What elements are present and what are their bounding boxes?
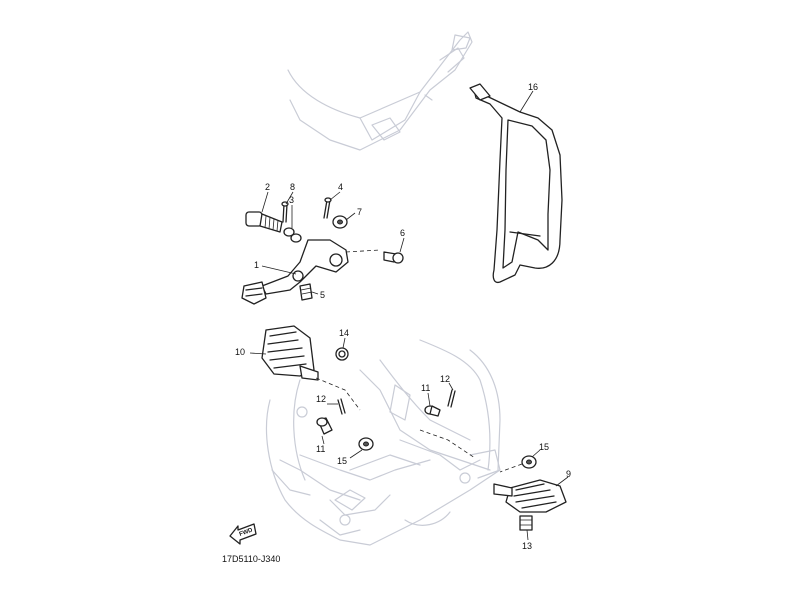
callout-2: 2	[265, 182, 270, 192]
part-13-spring[interactable]	[519, 515, 533, 531]
part-3-o-rings[interactable]	[283, 227, 302, 243]
callout-3: 3	[289, 195, 294, 205]
callout-15b: 15	[539, 442, 549, 452]
callout-13: 13	[522, 541, 532, 551]
part-4-cotter-pin[interactable]	[323, 197, 332, 219]
part-14-spring[interactable]	[335, 347, 349, 361]
part-12-cotter-pin-left[interactable]	[337, 398, 346, 415]
callout-11b: 11	[421, 383, 430, 393]
callout-9: 9	[566, 469, 571, 479]
part-10-footrest-left[interactable]	[261, 325, 319, 381]
part-8-cotter-pin[interactable]	[281, 201, 289, 223]
callout-11a: 11	[316, 444, 325, 454]
callout-12a: 12	[316, 394, 326, 404]
callout-10: 10	[235, 347, 245, 357]
callout-6: 6	[400, 228, 405, 238]
part-15-nut-left[interactable]	[358, 437, 374, 451]
callout-14: 14	[339, 328, 349, 338]
part-12-cotter-pin-right[interactable]	[447, 389, 456, 408]
forward-arrow-icon: FWD	[229, 523, 257, 545]
callout-1: 1	[254, 260, 259, 270]
callout-labels: 1 2 3 4 5 6 7 8 9 10 11 11 12 12 13 14 1…	[235, 82, 571, 551]
fwd-label: FWD	[239, 527, 255, 538]
part-6-clevis-pin[interactable]	[383, 251, 404, 264]
part-15-nut-right[interactable]	[521, 455, 537, 469]
callout-4: 4	[338, 182, 343, 192]
part-2-pivot-bolt[interactable]	[245, 211, 283, 233]
part-7-washer[interactable]	[332, 215, 348, 229]
callout-15a: 15	[337, 456, 347, 466]
diagram-code: 17D5110-J340	[222, 554, 280, 564]
callout-8: 8	[290, 182, 295, 192]
part-11-pin-right[interactable]	[424, 405, 441, 417]
part-11-pin-left[interactable]	[316, 417, 333, 435]
part-5-spring[interactable]	[299, 283, 313, 301]
part-9-footrest-right[interactable]	[493, 479, 567, 513]
callout-12b: 12	[440, 374, 450, 384]
callout-16: 16	[528, 82, 538, 92]
part-1-brake-pedal[interactable]	[241, 239, 349, 305]
callout-5: 5	[320, 290, 325, 300]
callout-7: 7	[357, 207, 362, 217]
motorcycle-frame-outline	[265, 31, 501, 546]
part-16-stand[interactable]	[469, 83, 563, 284]
